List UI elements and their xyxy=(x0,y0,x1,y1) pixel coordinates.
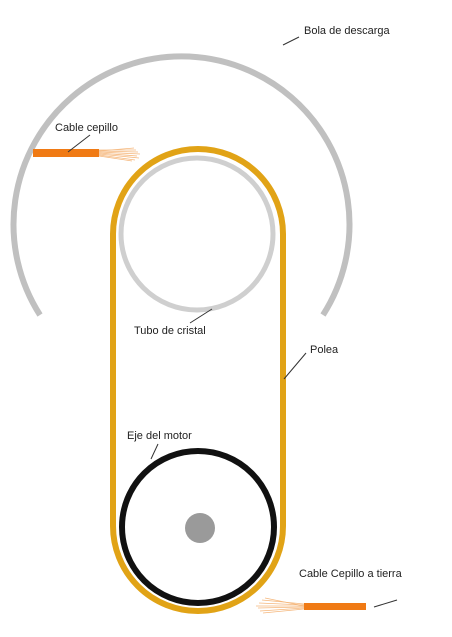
motor-shaft-ring xyxy=(119,448,277,606)
leader-discharge-ball xyxy=(282,36,300,46)
label-motor-shaft: Eje del motor xyxy=(127,430,192,442)
leader-motor-shaft xyxy=(150,443,159,460)
label-pulley: Polea xyxy=(310,344,339,356)
ground-brush-cable xyxy=(256,597,366,614)
leader-ground-brush-cable xyxy=(373,599,398,608)
leader-pulley xyxy=(283,352,307,380)
brush-cable xyxy=(33,147,141,162)
leader-glass-tube xyxy=(189,308,213,324)
ground-wire-strands xyxy=(256,597,305,614)
pulley-belt xyxy=(110,146,286,614)
glass-tube xyxy=(118,155,276,313)
label-glass-tube: Tubo de cristal xyxy=(134,325,206,337)
leader-brush-cable xyxy=(67,134,91,153)
brush-wire-strands xyxy=(98,147,141,162)
label-brush-cable: Cable cepillo xyxy=(55,122,118,134)
label-discharge-ball: Bola de descarga xyxy=(304,25,390,37)
discharge-ball xyxy=(10,53,353,317)
motor-axle xyxy=(185,513,215,543)
leader-lines xyxy=(67,36,398,608)
ground-cable-sheath xyxy=(304,603,366,610)
brush-cable-sheath xyxy=(33,149,99,157)
label-ground-brush-cable: Cable Cepillo a tierra xyxy=(299,568,402,580)
